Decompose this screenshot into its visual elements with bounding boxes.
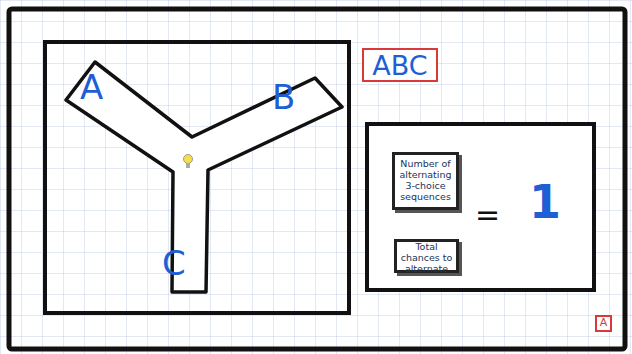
arm-label: A xyxy=(80,68,103,107)
result-value: 1 xyxy=(529,176,561,229)
arm-label: B xyxy=(272,78,295,117)
arm-label: C xyxy=(162,244,186,283)
sequence-text: ABC xyxy=(364,50,436,81)
sequence-box: ABC xyxy=(362,48,438,82)
bulb-base xyxy=(186,163,190,168)
denominator-text: Total chances to alternate xyxy=(399,242,454,275)
logo-letter: A xyxy=(597,317,610,330)
numerator-text: Number of alternating 3-choice sequences xyxy=(397,159,454,203)
denominator-box: Total chances to alternate xyxy=(394,239,459,273)
equals-sign: = xyxy=(475,198,500,233)
light-bulb xyxy=(184,155,193,164)
formula-box: = 1 Number of alternating 3-choice sequenc… xyxy=(365,122,596,292)
outer-frame xyxy=(9,9,625,349)
maze-arms xyxy=(66,62,342,292)
numerator-box: Number of alternating 3-choice sequences xyxy=(392,152,459,210)
logo-box: A xyxy=(595,315,612,332)
maze-panel xyxy=(45,42,349,313)
y-maze: A B C xyxy=(60,58,348,296)
